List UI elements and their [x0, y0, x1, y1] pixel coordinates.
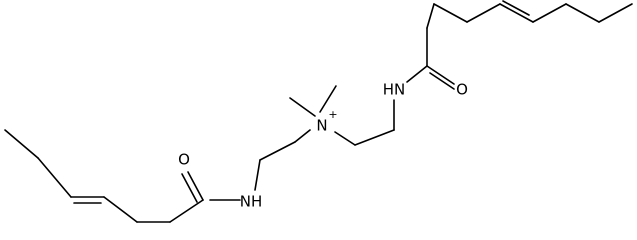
carbonyl-bond-inner [181, 173, 198, 203]
atom-label-nh-left: NH [240, 193, 263, 211]
atom-label-oxygen-left: O [178, 151, 190, 169]
atom-labels: HN O N + O NH [178, 81, 468, 211]
amide-bond [406, 65, 428, 83]
bond-lines [4, 0, 633, 223]
bond [103, 196, 138, 223]
double-bond [499, 3, 534, 23]
bond [466, 3, 501, 23]
double-bond-inner [502, 0, 530, 16]
bond [426, 3, 435, 29]
bond [294, 129, 311, 143]
chemical-structure-diagram: HN O N + O NH [4, 0, 633, 223]
methyl-bond [319, 85, 337, 113]
bond [354, 129, 395, 146]
bond [334, 131, 356, 146]
atom-label-quaternary-nitrogen: N [316, 117, 327, 135]
bond [598, 3, 633, 23]
bond [254, 159, 261, 191]
bond [259, 141, 296, 161]
bond [4, 129, 39, 159]
carbonyl-bond [187, 171, 204, 201]
carbonyl-bond-inner [429, 72, 455, 90]
methyl-bond [289, 97, 316, 117]
charge-label-plus: + [328, 108, 337, 121]
bond [37, 157, 72, 198]
carbonyl-bond [426, 65, 455, 85]
atom-label-oxygen-right: O [456, 81, 468, 99]
atom-label-nh-right: HN [383, 81, 406, 99]
bond [532, 3, 567, 23]
bond [565, 3, 600, 23]
bond [169, 199, 204, 223]
bond [433, 3, 468, 23]
